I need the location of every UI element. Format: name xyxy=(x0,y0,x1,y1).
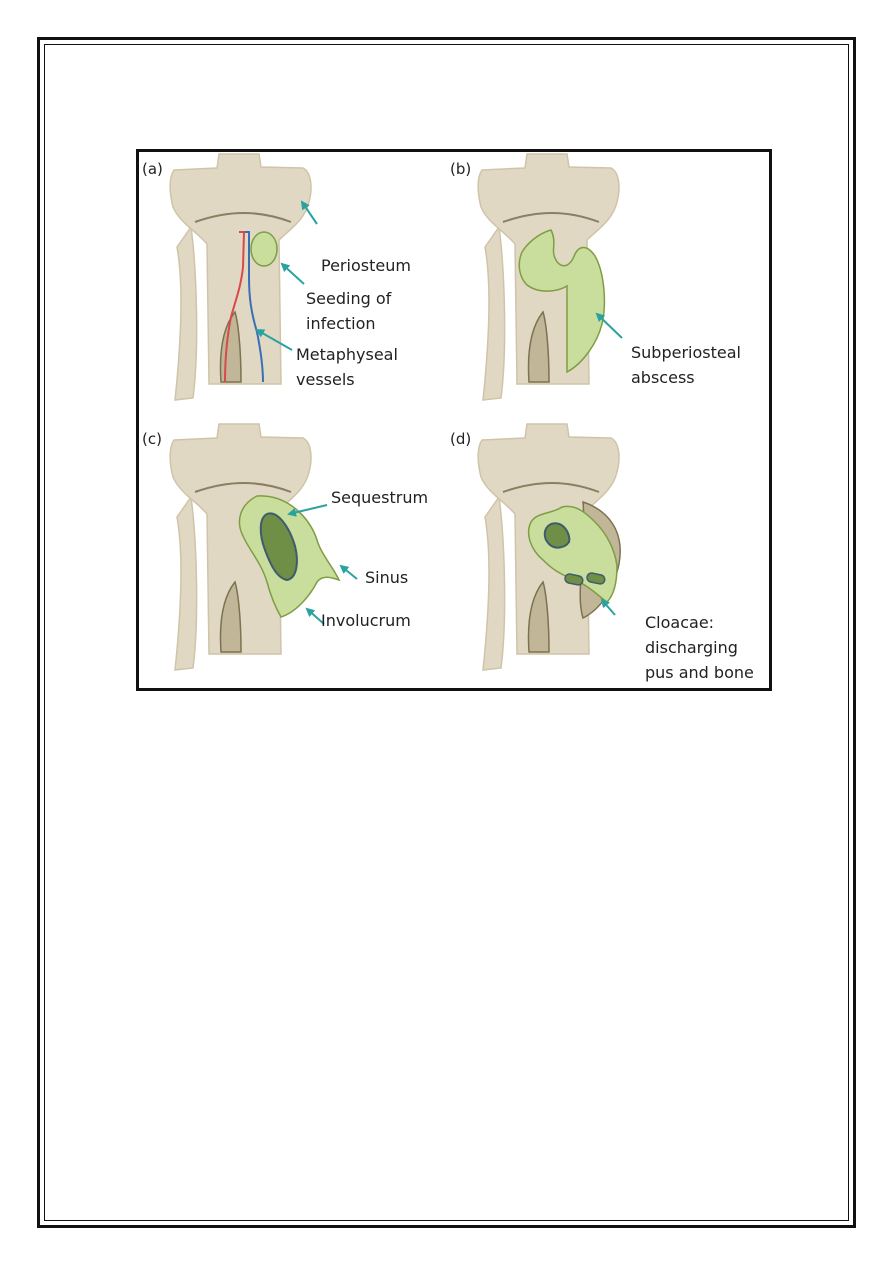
label-seeding-line1: Seeding of xyxy=(306,289,392,308)
panel-d: (d) Cloacae: discharging pus and bone xyxy=(450,423,754,682)
panel-d-tag: (d) xyxy=(450,430,471,448)
page-border-inner xyxy=(44,44,849,1221)
panel-b-tag: (b) xyxy=(450,160,471,178)
page-border-outer xyxy=(37,37,856,1228)
panel-a: (a) Periosteum Seeding of infection Meta… xyxy=(142,153,411,401)
label-abscess-line2: abscess xyxy=(631,368,695,387)
label-cloacae-line3: pus and bone xyxy=(645,663,754,682)
panel-b: (b) Subperiosteal abscess xyxy=(450,153,741,401)
label-seeding-line2: infection xyxy=(306,314,376,333)
label-vessels-line2: vessels xyxy=(296,370,355,389)
label-cloacae-line1: Cloacae: xyxy=(645,613,714,632)
panel-c-tag: (c) xyxy=(142,430,162,448)
panel-a-tag: (a) xyxy=(142,160,163,178)
panel-c: (c) Sequestrum Sinus Involucrum xyxy=(142,423,428,671)
osteomyelitis-figure: (a) Periosteum Seeding of infection Meta… xyxy=(136,149,772,691)
label-periosteum: Periosteum xyxy=(321,256,411,275)
label-involucrum: Involucrum xyxy=(321,611,411,630)
label-sequestrum: Sequestrum xyxy=(331,488,428,507)
label-cloacae-line2: discharging xyxy=(645,638,738,657)
label-vessels-line1: Metaphyseal xyxy=(296,345,398,364)
label-abscess-line1: Subperiosteal xyxy=(631,343,741,362)
label-sinus: Sinus xyxy=(365,568,408,587)
figure-svg: (a) Periosteum Seeding of infection Meta… xyxy=(142,153,754,682)
